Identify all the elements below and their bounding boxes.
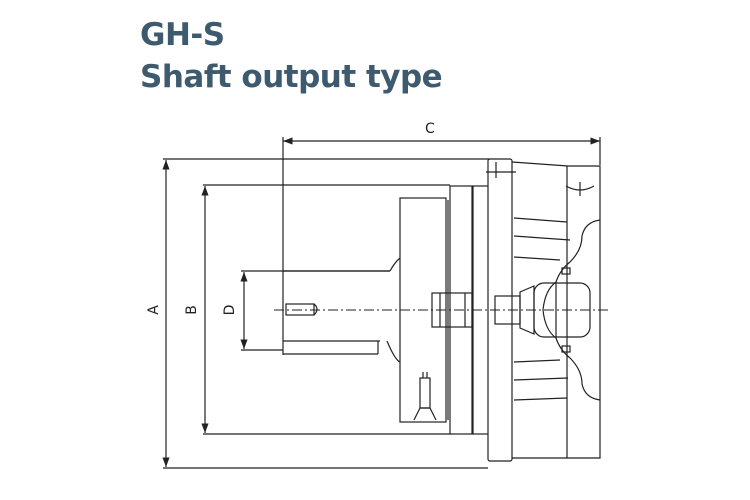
label-d: D (222, 305, 238, 316)
gear-housing (431, 161, 601, 459)
label-b: B (184, 305, 200, 315)
label-c: C (425, 121, 435, 137)
dimension-b (201, 184, 450, 435)
label-a: A (146, 305, 162, 315)
subtitle: Shaft output type (140, 59, 443, 95)
dimension-a (162, 158, 490, 469)
dimension-c (282, 137, 601, 355)
model-title: GH-S (140, 17, 225, 53)
